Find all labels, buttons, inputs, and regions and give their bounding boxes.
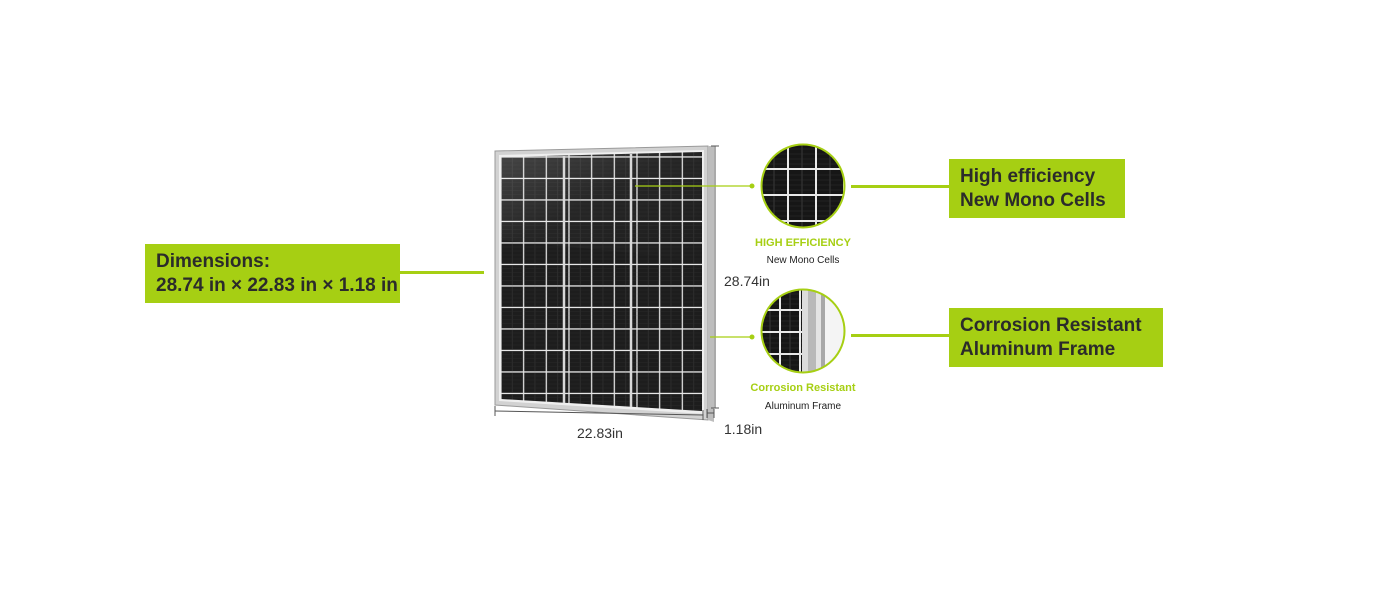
efficiency-detail-subtitle: New Mono Cells bbox=[766, 255, 840, 266]
frame-callout-title: Corrosion Resistant bbox=[960, 315, 1142, 336]
dimensions-connector bbox=[400, 271, 484, 274]
width-measurement: 22.83in bbox=[577, 425, 623, 441]
efficiency-detail-title: HIGH EFFICIENCY bbox=[755, 237, 851, 249]
frame-detail-title: Corrosion Resistant bbox=[750, 382, 856, 394]
frame-detail-subtitle: Aluminum Frame bbox=[764, 401, 842, 412]
efficiency-callout-title: High efficiency bbox=[960, 166, 1096, 187]
frame-callout-subtitle: Aluminum Frame bbox=[960, 339, 1116, 360]
mono-cells-closeup-icon bbox=[760, 143, 846, 229]
frame-connector bbox=[851, 334, 949, 337]
dimensions-callout: Dimensions: 28.74 in × 22.83 in × 1.18 i… bbox=[145, 244, 400, 303]
depth-measurement: 1.18in bbox=[724, 421, 763, 437]
efficiency-connector bbox=[851, 185, 949, 188]
efficiency-callout-subtitle: New Mono Cells bbox=[960, 190, 1106, 211]
dimensions-callout-value: 28.74 in × 22.83 in × 1.18 in bbox=[156, 275, 398, 296]
efficiency-callout: High efficiency New Mono Cells bbox=[949, 159, 1125, 218]
dimensions-callout-title: Dimensions: bbox=[156, 251, 271, 272]
aluminum-frame-closeup-icon bbox=[760, 288, 846, 374]
height-measurement: 28.74in bbox=[724, 273, 770, 289]
frame-callout: Corrosion Resistant Aluminum Frame bbox=[949, 308, 1163, 367]
